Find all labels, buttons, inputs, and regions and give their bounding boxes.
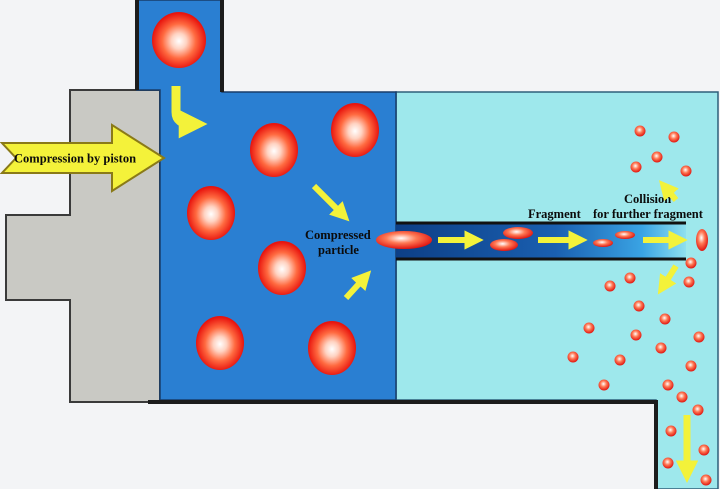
small-particles: [567, 125, 712, 486]
small-particle: [685, 360, 697, 372]
flow-arrow: [343, 270, 372, 301]
small-particle: [662, 379, 674, 391]
small-particle: [683, 276, 695, 288]
particle: [187, 186, 235, 240]
label-compressed: Compressed: [305, 228, 371, 242]
fragment-particle: [615, 231, 635, 239]
deflect-arrow: [659, 180, 679, 202]
large-particles: [152, 12, 379, 375]
small-particle: [604, 280, 616, 292]
small-particle: [693, 331, 705, 343]
small-particle: [676, 391, 688, 403]
piston: [5, 89, 161, 403]
label-for-further-fragment: for further fragment: [593, 207, 704, 221]
small-particle: [655, 342, 667, 354]
small-particle: [583, 322, 595, 334]
small-particle: [634, 125, 646, 137]
particle: [308, 321, 356, 375]
inlet-turn-arrow: [171, 86, 208, 139]
particle: [250, 123, 298, 177]
small-particle: [662, 457, 674, 469]
label-collision: Collision: [624, 192, 671, 206]
label-fragment: Fragment: [528, 207, 582, 221]
flow-arrow: [311, 183, 350, 222]
piston-arrow: [0, 123, 166, 193]
small-particle: [668, 131, 680, 143]
small-particle: [665, 425, 677, 437]
small-particle: [685, 257, 697, 269]
fragment-particle: [593, 239, 613, 247]
small-particle: [698, 444, 710, 456]
label-particle: particle: [318, 243, 359, 257]
small-particle: [624, 272, 636, 284]
small-particle: [659, 313, 671, 325]
particle: [258, 241, 306, 295]
impact-particle: [696, 229, 708, 251]
particle: [152, 12, 206, 68]
fragment-particle: [503, 227, 533, 239]
small-particle: [614, 354, 626, 366]
small-particle: [598, 379, 610, 391]
small-particle: [630, 329, 642, 341]
particle: [331, 103, 379, 157]
small-particle: [633, 300, 645, 312]
small-particle: [680, 165, 692, 177]
small-particle: [630, 161, 642, 173]
label-compression-by-piston: Compression by piston: [14, 152, 136, 166]
small-particle: [651, 151, 663, 163]
particle: [196, 316, 244, 370]
fragment-particle: [490, 239, 518, 251]
small-particle: [700, 474, 712, 486]
small-particle: [567, 351, 579, 363]
deflect-arrow: [657, 264, 679, 295]
compressed-particle: [376, 231, 432, 249]
chamber-wall: [135, 0, 658, 489]
small-particle: [692, 404, 704, 416]
